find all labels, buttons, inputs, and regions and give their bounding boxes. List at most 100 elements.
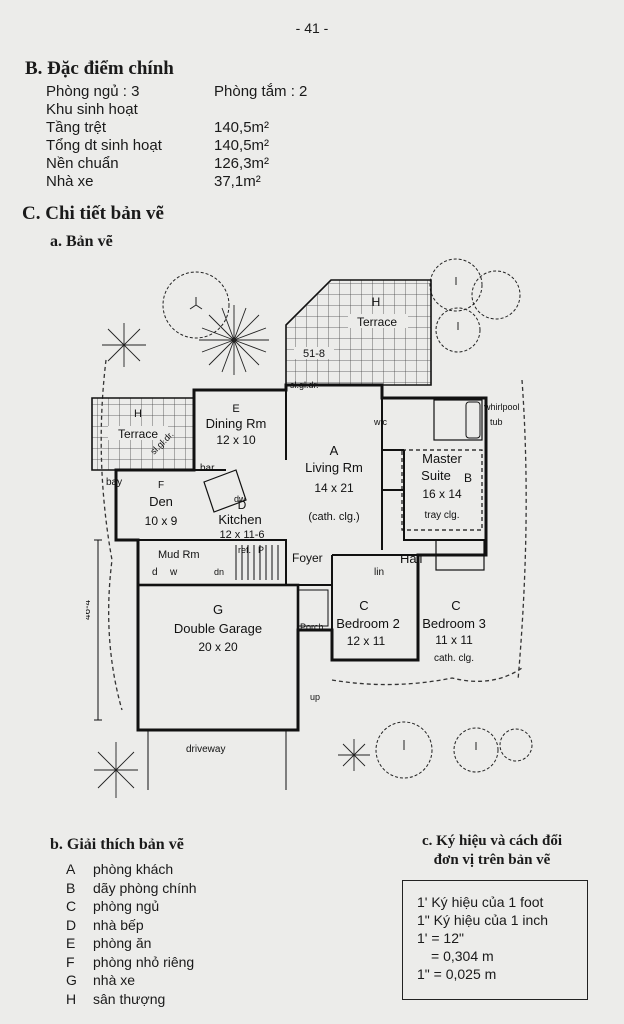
bedrooms-label: Phòng ngủ : 3 bbox=[46, 83, 140, 100]
hall-bath bbox=[435, 539, 485, 571]
legend-letter: F bbox=[66, 953, 75, 970]
dining-name: Dining Rm bbox=[206, 416, 267, 431]
master-bath bbox=[433, 399, 483, 441]
master-size: 16 x 14 bbox=[422, 487, 462, 501]
conversion-line: 1' = 12" bbox=[417, 930, 464, 946]
den-letter: F bbox=[158, 480, 164, 491]
tree-bottom-left-starburst bbox=[94, 739, 370, 798]
dim-top: 51-8 bbox=[303, 348, 325, 360]
spec-label: Nền chuẩn bbox=[46, 155, 119, 172]
floor-plan: H Terrace 51-8 H Terrace bbox=[86, 250, 542, 820]
up-label: up bbox=[310, 692, 320, 702]
section-c-title: C. Chi tiết bản vẽ bbox=[22, 203, 164, 224]
bedroom3-size: 11 x 11 bbox=[435, 633, 473, 647]
tree-top-left-starburst bbox=[199, 305, 269, 375]
washer-label: d bbox=[152, 567, 158, 578]
driveway-label: driveway bbox=[186, 744, 225, 755]
legend-letter: E bbox=[66, 935, 76, 951]
legend-letter: G bbox=[66, 972, 77, 988]
living-area-label: Khu sinh hoạt bbox=[46, 101, 138, 118]
bedroom3-name: Bedroom 3 bbox=[422, 616, 486, 631]
legend-text: dãy phòng chính bbox=[93, 879, 197, 896]
garage-walls bbox=[136, 583, 300, 732]
living-size: 14 x 21 bbox=[314, 481, 354, 495]
page-number: - 41 - bbox=[295, 20, 329, 36]
bar-label: bar bbox=[200, 463, 215, 474]
living-letter: A bbox=[330, 443, 339, 458]
dim-left: 46-4 bbox=[86, 600, 93, 620]
section-b-title: B. Đặc điểm chính bbox=[25, 58, 174, 79]
bedroom2-name: Bedroom 2 bbox=[336, 616, 400, 631]
legend-letter: D bbox=[66, 916, 77, 933]
spec-row-living: Khu sinh hoạt bbox=[46, 101, 386, 119]
terrace-left-letter: H bbox=[134, 408, 142, 420]
conversion-line: 1' Ký hiệu của 1 foot bbox=[417, 894, 544, 910]
whirlpool-label: whirlpool bbox=[483, 402, 520, 412]
legend-text: phòng ngủ bbox=[93, 898, 160, 914]
conversion-line: = 0,304 m bbox=[431, 948, 494, 964]
subsection-c-title: c. Ký hiệu và cách đổi đơn vị trên bản v… bbox=[382, 832, 602, 870]
living-name: Living Rm bbox=[305, 460, 363, 475]
bedroom2-size: 12 x 11 bbox=[347, 634, 386, 648]
wic-label: wic bbox=[373, 417, 387, 427]
kitchen-name: Kitchen bbox=[218, 512, 261, 527]
spec-row: Nhà xe 37,1m² bbox=[46, 173, 386, 191]
spec-label: Nhà xe bbox=[46, 173, 94, 190]
spec-value: 37,1m² bbox=[214, 173, 261, 190]
lin-label: lin bbox=[374, 567, 384, 578]
legend-letter: H bbox=[66, 990, 77, 1007]
bedroom3-letter: C bbox=[451, 598, 460, 613]
tub-label: tub bbox=[490, 417, 503, 427]
legend-text: phòng nhỏ riêng bbox=[93, 953, 195, 970]
mud-room-label: Mud Rm bbox=[158, 549, 200, 561]
master-letter: B bbox=[464, 471, 472, 485]
garage-name: Double Garage bbox=[174, 621, 262, 636]
tub-icon bbox=[465, 401, 481, 439]
subsection-a-title: a. Bản vẽ bbox=[50, 233, 113, 250]
den-name: Den bbox=[149, 494, 173, 509]
subsection-c-line1: c. Ký hiệu và cách đổi bbox=[421, 833, 562, 849]
bedroom3-note: cath. clg. bbox=[434, 653, 474, 664]
legend-letter: C bbox=[66, 898, 77, 914]
legend-text: nhà bếp bbox=[93, 916, 144, 933]
den-size: 10 x 9 bbox=[145, 514, 178, 528]
spec-value: 126,3m² bbox=[214, 155, 270, 172]
specs-table: Phòng ngủ : 3 Phòng tắm : 2 Khu sinh hoạ… bbox=[46, 83, 386, 191]
dryer-label: w bbox=[169, 567, 178, 578]
floor-plan-drawing: H Terrace 51-8 H Terrace bbox=[86, 258, 533, 798]
kitchen-letter: D bbox=[238, 498, 247, 512]
spec-value: 140,5m² bbox=[214, 119, 270, 136]
sliding-door-top: sl.gl.dr. bbox=[290, 380, 319, 390]
ref-label: ref. bbox=[238, 545, 251, 555]
dining-letter: E bbox=[232, 403, 239, 415]
stairs bbox=[235, 545, 279, 580]
subsection-b-title: b. Giải thích bản vẽ bbox=[50, 836, 184, 853]
bedroom2-letter: C bbox=[359, 598, 368, 613]
master-note: tray clg. bbox=[424, 510, 459, 521]
pantry-label: P bbox=[258, 545, 264, 555]
foyer-label: Foyer bbox=[292, 551, 323, 565]
legend-text: nhà xe bbox=[93, 972, 136, 988]
conversion-line: 1" Ký hiệu của 1 inch bbox=[417, 912, 549, 928]
spec-row: Nền chuẩn 126,3m² bbox=[46, 155, 386, 173]
tray-ceiling-outline bbox=[401, 449, 483, 531]
legend-text: sân thượng bbox=[93, 990, 166, 1007]
porch-outline bbox=[297, 589, 329, 627]
master-name: Master bbox=[422, 451, 462, 466]
kitchen-size: 12 x 11-6 bbox=[219, 529, 264, 541]
subsection-c-line2: đơn vị trên bản vẽ bbox=[433, 852, 551, 868]
terrace-top-label: Terrace bbox=[357, 315, 397, 329]
spec-label: Tổng dt sinh hoạt bbox=[46, 137, 162, 154]
driveway-lines bbox=[147, 730, 287, 790]
legend-text: phòng ăn bbox=[93, 935, 152, 951]
legend-text: phòng khách bbox=[93, 861, 174, 877]
dw-label: dw bbox=[234, 494, 246, 504]
kitchen-island bbox=[203, 469, 247, 513]
